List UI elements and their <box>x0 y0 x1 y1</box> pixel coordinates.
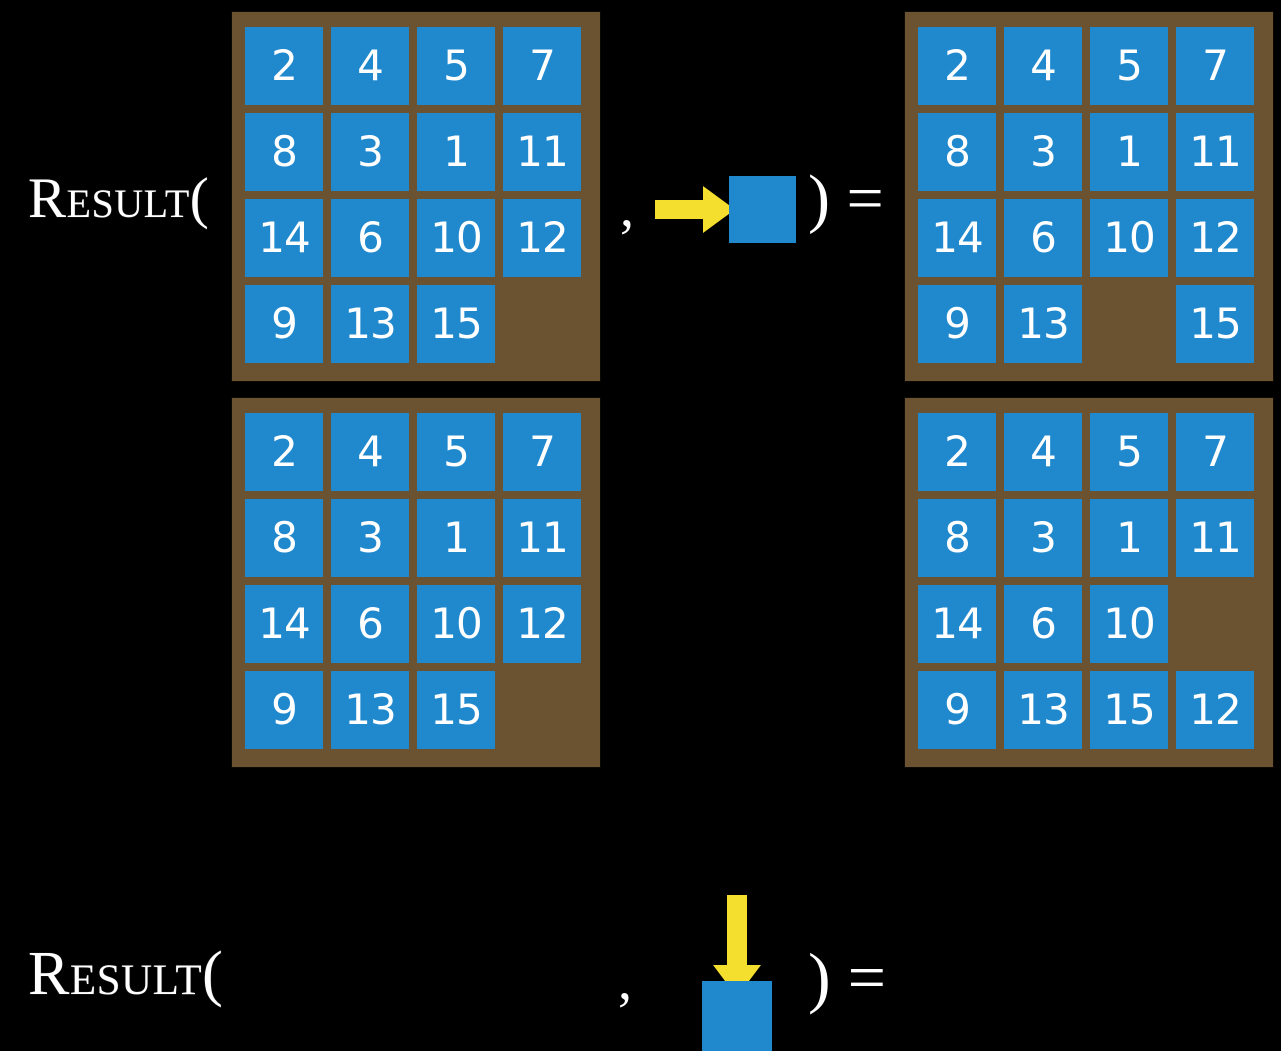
puzzle-tile[interactable]: 9 <box>918 285 996 363</box>
puzzle-tile[interactable]: 7 <box>1176 27 1254 105</box>
puzzle-tile[interactable]: 4 <box>1004 413 1082 491</box>
puzzle-tile[interactable]: 12 <box>1176 671 1254 749</box>
puzzle-tile[interactable]: 10 <box>417 585 495 663</box>
puzzle-tile[interactable]: 6 <box>331 585 409 663</box>
puzzle-tile[interactable]: 3 <box>1004 499 1082 577</box>
puzzle-tile[interactable]: 13 <box>1004 285 1082 363</box>
puzzle-tile[interactable]: 1 <box>1090 499 1168 577</box>
argument-separator-comma-row-1: , <box>618 950 632 1012</box>
arrow-right-icon <box>655 186 735 233</box>
puzzle-tile[interactable]: 8 <box>918 499 996 577</box>
puzzle-tile[interactable]: 2 <box>245 27 323 105</box>
puzzle-tile[interactable]: 9 <box>245 671 323 749</box>
puzzle-tile[interactable]: 4 <box>331 27 409 105</box>
puzzle-tile[interactable]: 5 <box>417 413 495 491</box>
puzzle-tile[interactable]: 10 <box>1090 585 1168 663</box>
puzzle-tile[interactable]: 8 <box>245 113 323 191</box>
puzzle-tile[interactable]: 11 <box>503 113 581 191</box>
puzzle-tile[interactable]: 3 <box>1004 113 1082 191</box>
puzzle-tile[interactable]: 9 <box>245 285 323 363</box>
result-function-label-row-1: Result( <box>28 940 224 1008</box>
puzzle-tile[interactable]: 15 <box>417 285 495 363</box>
puzzle-tile[interactable]: 6 <box>1004 199 1082 277</box>
puzzle-tile[interactable]: 11 <box>1176 499 1254 577</box>
puzzle-tile[interactable]: 1 <box>1090 113 1168 191</box>
puzzle-tile[interactable]: 8 <box>245 499 323 577</box>
puzzle-tile[interactable]: 15 <box>1176 285 1254 363</box>
puzzle-tile[interactable]: 13 <box>331 285 409 363</box>
puzzle-tile[interactable]: 14 <box>245 585 323 663</box>
puzzle-tile[interactable]: 2 <box>918 413 996 491</box>
puzzle-tile[interactable]: 5 <box>1090 413 1168 491</box>
puzzle-tile[interactable]: 15 <box>1090 671 1168 749</box>
puzzle-tile[interactable]: 14 <box>918 585 996 663</box>
puzzle-tile[interactable]: 1 <box>417 499 495 577</box>
puzzle-tile[interactable]: 4 <box>1004 27 1082 105</box>
puzzle-tile[interactable]: 10 <box>1090 199 1168 277</box>
puzzle-tile[interactable]: 1 <box>417 113 495 191</box>
puzzle-tile[interactable]: 11 <box>503 499 581 577</box>
puzzle-tile[interactable]: 5 <box>1090 27 1168 105</box>
puzzle-tile[interactable]: 2 <box>918 27 996 105</box>
puzzle-tile[interactable]: 12 <box>503 199 581 277</box>
puzzle-empty-cell <box>1090 285 1168 363</box>
puzzle-empty-cell <box>503 671 581 749</box>
puzzle-empty-cell <box>503 285 581 363</box>
puzzle-tile[interactable]: 7 <box>503 27 581 105</box>
puzzle-tile[interactable]: 12 <box>503 585 581 663</box>
action-tile-row-1 <box>702 981 772 1051</box>
action-tile-row-0 <box>729 176 796 243</box>
puzzle-tile[interactable]: 12 <box>1176 199 1254 277</box>
puzzle-tile[interactable]: 9 <box>918 671 996 749</box>
puzzle-empty-cell <box>1176 585 1254 663</box>
puzzle-tile[interactable]: 3 <box>331 113 409 191</box>
puzzle-tile[interactable]: 8 <box>918 113 996 191</box>
puzzle-tile[interactable]: 4 <box>331 413 409 491</box>
puzzle-tile[interactable]: 6 <box>331 199 409 277</box>
puzzle-tile[interactable]: 15 <box>417 671 495 749</box>
close-paren-equals-row-1: ) = <box>808 939 886 1015</box>
puzzle-tile[interactable]: 7 <box>503 413 581 491</box>
puzzle-tile[interactable]: 2 <box>245 413 323 491</box>
puzzle-tile[interactable]: 11 <box>1176 113 1254 191</box>
puzzle-tile[interactable]: 10 <box>417 199 495 277</box>
close-paren-equals-row-0: ) = <box>808 162 884 235</box>
puzzle-tile[interactable]: 7 <box>1176 413 1254 491</box>
argument-separator-comma-row-0: , <box>620 177 634 239</box>
puzzle-tile[interactable]: 6 <box>1004 585 1082 663</box>
puzzle-tile[interactable]: 14 <box>918 199 996 277</box>
puzzle-tile[interactable]: 14 <box>245 199 323 277</box>
puzzle-tile[interactable]: 5 <box>417 27 495 105</box>
result-function-label-row-0: Result( <box>28 167 210 230</box>
puzzle-tile[interactable]: 13 <box>331 671 409 749</box>
puzzle-tile[interactable]: 3 <box>331 499 409 577</box>
puzzle-tile[interactable]: 13 <box>1004 671 1082 749</box>
